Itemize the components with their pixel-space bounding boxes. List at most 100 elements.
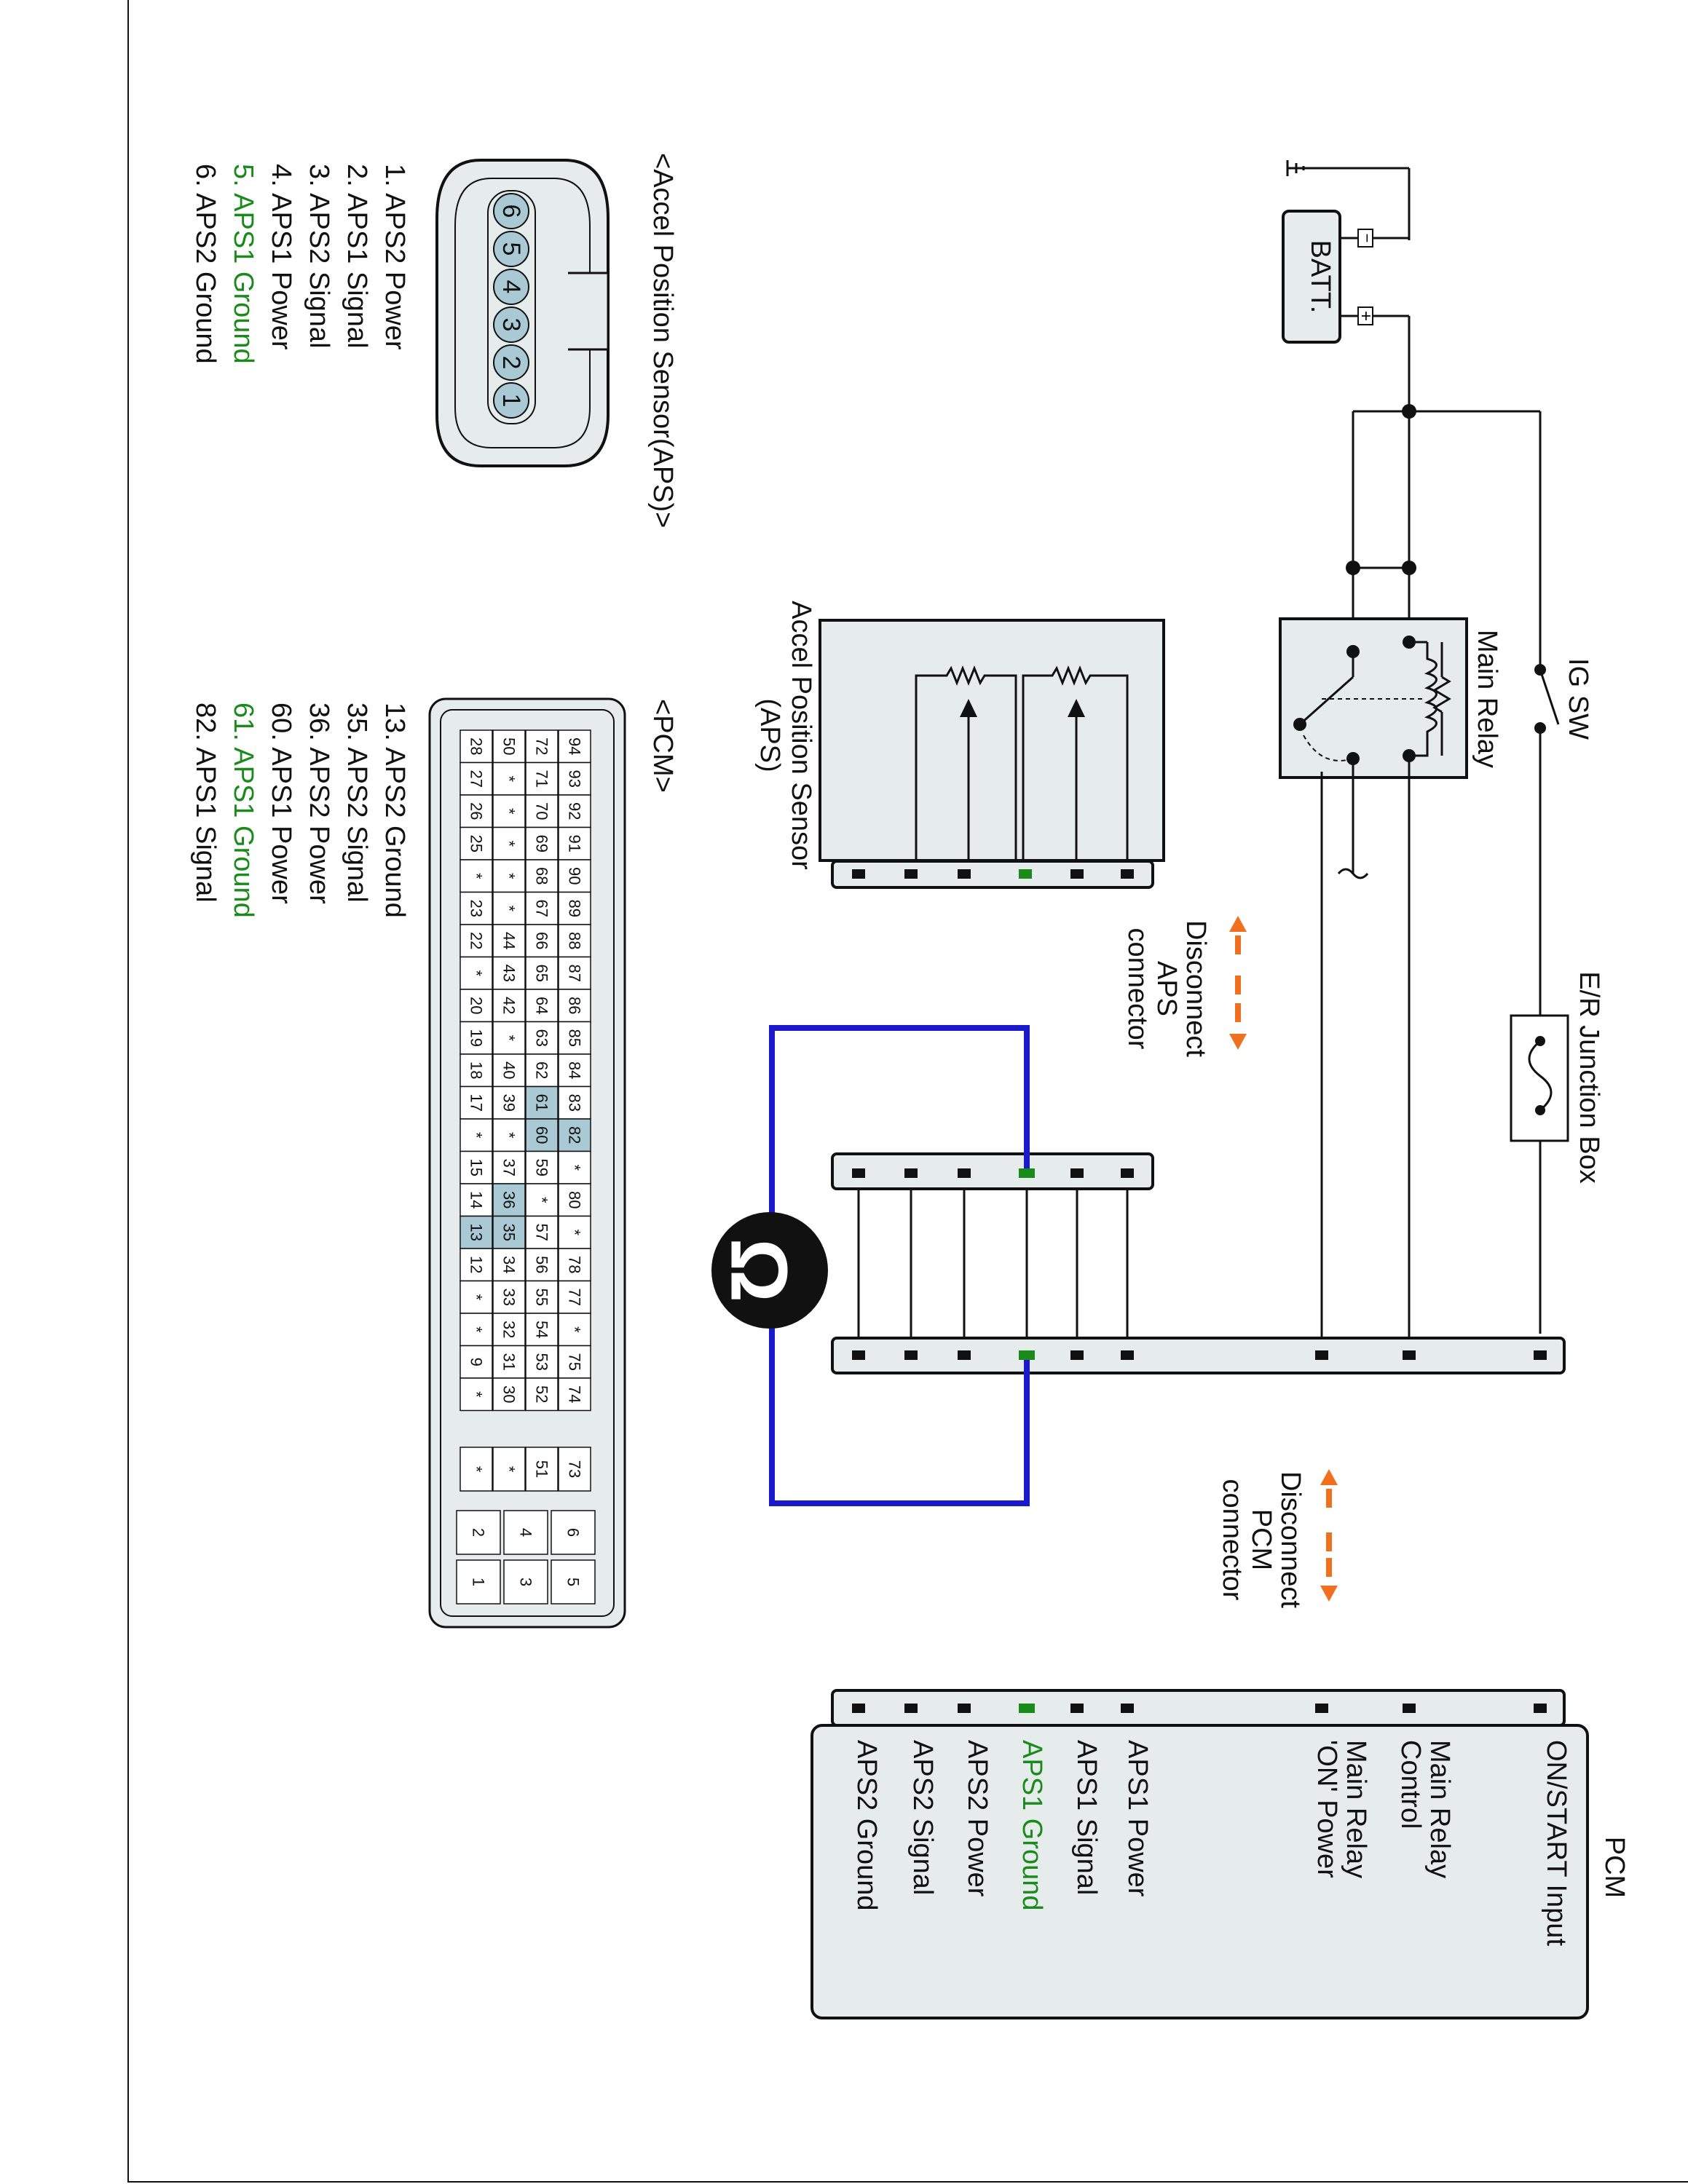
pcm-pin-label: * — [566, 1326, 584, 1333]
pcm-pin-cell — [525, 989, 559, 1023]
pcm-pin-label: 69 — [533, 835, 551, 852]
pcm-pin-label: 77 — [566, 1289, 584, 1306]
pcm-pin-label: 13 — [468, 1224, 486, 1241]
pcm-terminal-label: Main Relay — [1341, 1740, 1371, 1878]
pcm-pin-label: 26 — [468, 802, 486, 820]
ohmmeter: Ω — [711, 1212, 828, 1329]
pcm-power-pin-cell — [551, 1559, 596, 1605]
pcm-pin-cell — [460, 1345, 493, 1379]
pcm-pin-label: 34 — [500, 1256, 518, 1273]
aps-pin — [493, 344, 529, 381]
disconnect-aps-label-3: connector — [1122, 928, 1153, 1050]
pcm-pin-label: 89 — [566, 900, 584, 917]
pcm-pin-label: 91 — [566, 835, 584, 852]
pcm-pin-cell — [558, 956, 591, 990]
pcm-pin-cell — [558, 1118, 591, 1152]
pcm-pin-cell — [525, 1447, 559, 1492]
pcm-power-pin-label: 1 — [470, 1578, 488, 1586]
pcm-pin-cell — [558, 1085, 591, 1120]
disconnect-pcm-arrow: Disconnect PCM connector — [1217, 1469, 1338, 1608]
disconnect-aps-arrow: Disconnect APS connector — [1122, 916, 1247, 1057]
pcm-pin-cell — [492, 989, 526, 1023]
pcm-pin-cell — [558, 924, 591, 958]
pcm-pin-label: 57 — [533, 1224, 551, 1241]
pcm-pin-label: 36 — [500, 1191, 518, 1208]
pcm-pin-label: 70 — [533, 802, 551, 820]
pcm-pin-label: 28 — [468, 737, 486, 755]
aps-pin-description: 5. APS1 Ground — [228, 164, 259, 364]
pcm-pin-label: 71 — [533, 770, 551, 788]
pcm-pin-label: * — [468, 1132, 486, 1139]
pcm-pin-label: 25 — [468, 835, 486, 852]
pcm-pin-label: 40 — [500, 1061, 518, 1079]
ground-symbol — [1286, 160, 1411, 240]
pcm-pin-label: 27 — [468, 770, 486, 788]
pcm-pin-label: 14 — [468, 1191, 486, 1208]
pcm-pin-description: 35. APS2 Signal — [342, 703, 372, 903]
aps-pin — [493, 231, 529, 267]
pcm-pin-cell — [460, 761, 493, 796]
pcm-pin-label: * — [468, 1326, 486, 1333]
pcm-pin-label: 52 — [533, 1385, 551, 1403]
pcm-pin-cell — [492, 729, 526, 764]
pcm-power-pin-cell — [503, 1559, 548, 1605]
pcm-pin-label: 94 — [566, 737, 584, 755]
pcm-harness-connector — [831, 1337, 1566, 1374]
pcm-pin-label: 65 — [533, 965, 551, 982]
aps-harness-connector — [831, 1152, 1154, 1190]
pcm-power-pin-label: 4 — [517, 1528, 535, 1537]
pcm-pin-cell — [460, 826, 493, 860]
aps-pin-description: 3. APS2 Signal — [304, 164, 334, 349]
pcm-pin-label: * — [468, 1466, 486, 1473]
pcm-pin-label: 35 — [500, 1224, 518, 1241]
pcm-terminals — [852, 1704, 1547, 1713]
battery-feed-wires — [1346, 316, 1542, 1334]
pcm-pin-cell — [460, 1447, 493, 1492]
pcm-pin-label: 55 — [533, 1289, 551, 1306]
pcm-pin-cell — [525, 729, 559, 764]
pcm-pin-label: 68 — [533, 867, 551, 885]
pcm-pin-label: 85 — [566, 1029, 584, 1047]
pcm-pin-label: 17 — [468, 1094, 486, 1112]
pcm-pin-label: 30 — [500, 1385, 518, 1403]
pcm-pin-label: * — [500, 840, 518, 847]
pcm-pin-cell — [525, 859, 559, 893]
pcm-pin-cell — [492, 956, 526, 990]
pcm-pin-cell — [492, 891, 526, 925]
pcm-pin-label: * — [500, 808, 518, 815]
pcm-pin-cell — [558, 891, 591, 925]
pcm-pin-cell — [492, 1215, 526, 1249]
pcm-terminal-label: APS1 Power — [1122, 1740, 1153, 1897]
pcm-pin-cell — [558, 1447, 591, 1492]
pcm-pin-label: 9 — [468, 1358, 486, 1366]
pcm-pin-cell — [525, 891, 559, 925]
pcm-pin-label: 86 — [566, 997, 584, 1014]
pcm-pin-cell — [492, 794, 526, 828]
pcm-pin-label: * — [566, 1164, 584, 1171]
pcm-connector-face: <PCM> 94939291908988878685848382*80*7877… — [190, 697, 678, 1629]
pcm-pin-label: 92 — [566, 802, 584, 820]
main-relay-label: Main Relay — [1472, 630, 1502, 768]
pcm-pin-cell — [460, 891, 493, 925]
pcm-pin-cell — [525, 1313, 559, 1347]
pcm-terminal-label: Main Relay — [1424, 1740, 1455, 1878]
pcm-pin-label: 82 — [566, 1126, 584, 1144]
pcm-pin-label: 64 — [533, 997, 551, 1014]
pcm-power-pin-label: 2 — [470, 1528, 488, 1537]
pcm-pin-label: 19 — [468, 1029, 486, 1047]
pcm-terminal-label: APS1 Signal — [1071, 1740, 1102, 1895]
pcm-pin-label: * — [533, 1197, 551, 1203]
aps-pin-label: 5 — [497, 242, 525, 256]
pcm-pin-label: 42 — [500, 997, 518, 1014]
pcm-pin-cell — [492, 1447, 526, 1492]
pcm-pin-label: 73 — [566, 1460, 584, 1478]
pcm-connector-title: <PCM> — [647, 699, 678, 793]
ig-switch-label: IG SW — [1563, 658, 1593, 740]
pcm-terminal-label: ON/START Input — [1541, 1740, 1571, 1946]
pcm-pin-label: 74 — [566, 1385, 584, 1403]
pcm-pin-label: 12 — [468, 1256, 486, 1273]
pcm-power-pin-cell — [456, 1510, 501, 1555]
